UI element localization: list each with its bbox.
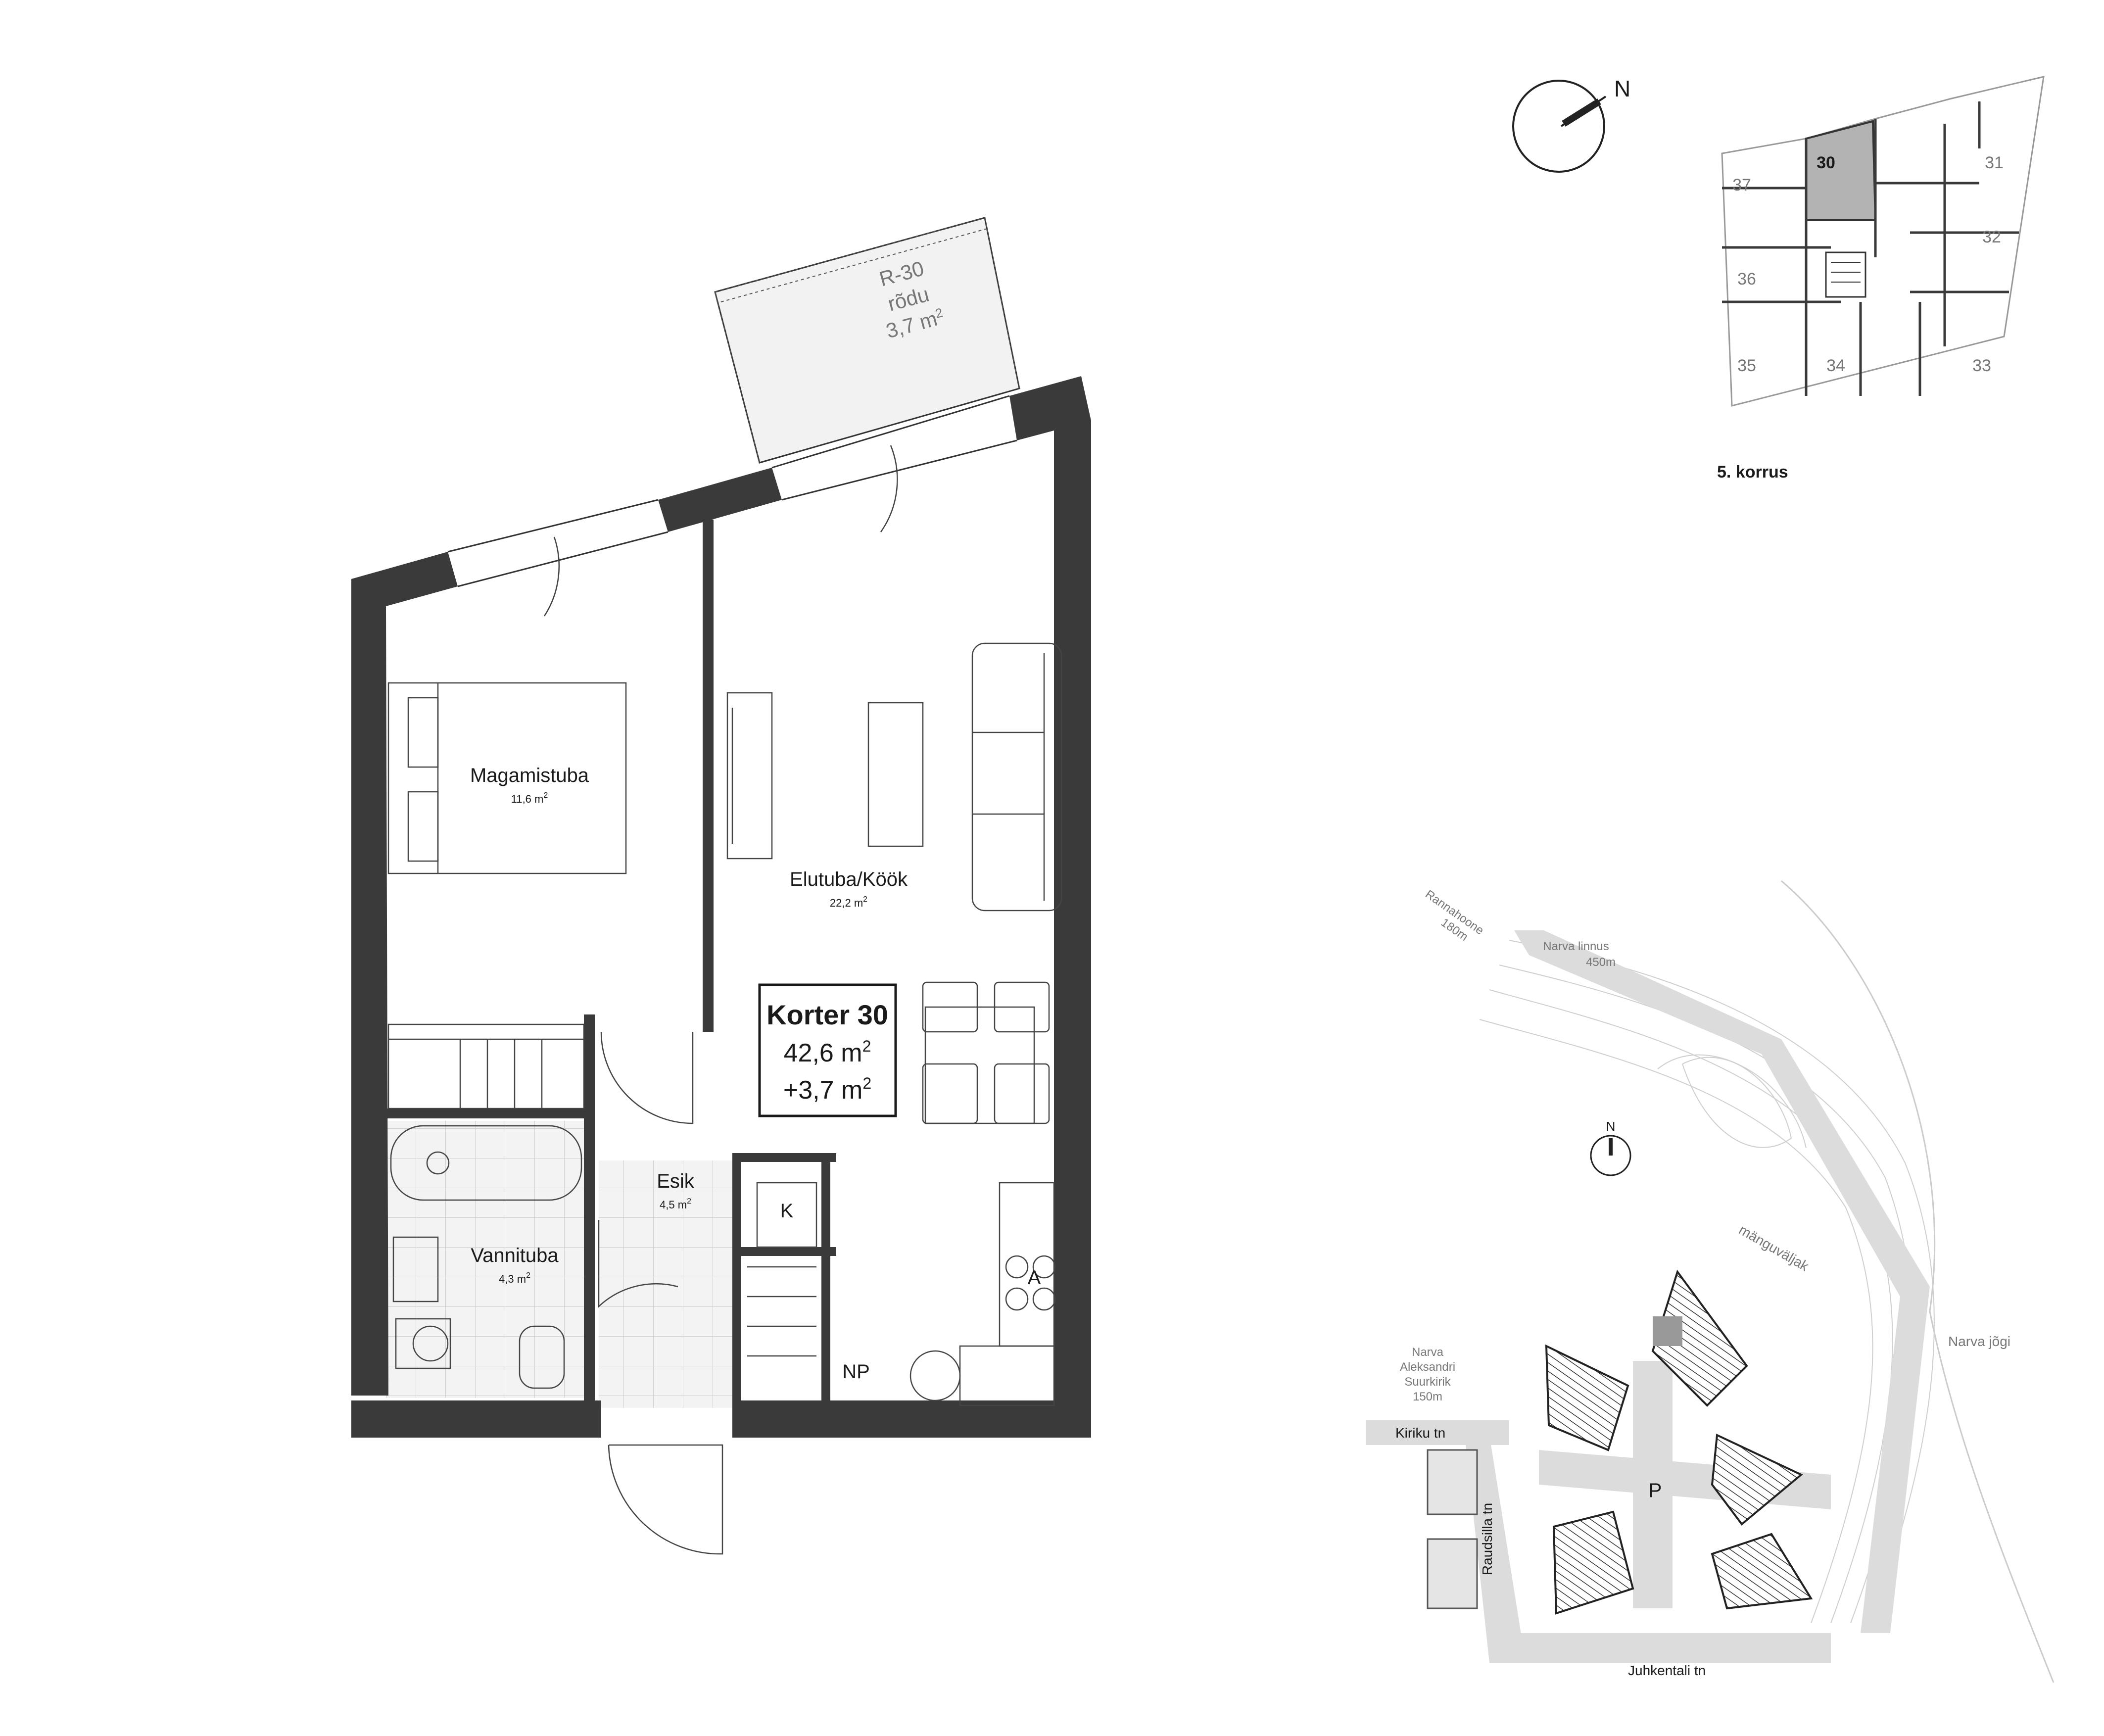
apartment-balcony-area: +3,7 m2 [783,1074,871,1105]
bathroom-floor [386,1121,589,1398]
living-area: 22,2 m2 [830,895,867,909]
unit-31: 31 [1985,153,2004,172]
apartment-title: Korter 30 [766,999,888,1030]
hall-name: Esik [657,1170,695,1192]
bath-name: Vannituba [471,1245,559,1266]
label-river: Narva jõgi [1948,1334,2010,1349]
compass-circle [1512,80,1605,173]
bedroom-area: 11,6 m2 [511,791,548,805]
unit-32: 32 [1982,228,2001,246]
label-kiriku: Kiriku tn [1395,1425,1445,1441]
wardrobe [387,1023,585,1109]
living-furniture [726,642,1062,1406]
bathtub [390,1125,582,1201]
project-buildings [1545,1269,1813,1615]
interior-walls [386,520,836,1405]
unit-36: 36 [1737,270,1756,289]
sink [392,1236,439,1302]
floor-key-plan: 37 30 31 32 36 35 34 33 5. korrus [1717,76,2045,482]
hall-area: 4,5 m2 [660,1197,691,1211]
bath-fixtures [390,1125,582,1389]
compass-north: N [1614,76,1630,101]
terrain-contours [1479,940,1935,1624]
apartment-info-box: Korter 30 42,6 m2 +3,7 m2 [758,983,897,1117]
tv-unit [726,692,773,860]
window-glazing [447,395,1017,587]
label-juhkentali: Juhkentali tn [1628,1663,1706,1678]
toilet [519,1325,565,1389]
label-linnus: Narva linnus [1543,940,1609,953]
closet-k-label: K [780,1200,794,1222]
floor-label: 5. korrus [1717,463,1788,482]
apartment-area: 42,6 m2 [784,1037,871,1067]
apartment-plan: Magamistuba 11,6 m2 Elutuba/Köök 22,2 m2… [351,217,1091,1555]
appliance-a-label: A [1028,1267,1041,1289]
label-church-3: Suurkirik [1404,1375,1451,1389]
building-kiriku [1427,1449,1478,1515]
bath-area: 4,3 m2 [499,1271,530,1285]
unit-35: 35 [1737,356,1756,375]
washing-machine [395,1318,451,1369]
shoe-rack [747,1266,816,1357]
doors [543,445,898,1555]
site-compass: N [1590,1119,1631,1176]
building-raudsilla [1427,1538,1478,1609]
living-name: Elutuba/Köök [790,868,908,890]
unit-33: 33 [1972,356,1991,375]
unit-30: 30 [1817,153,1835,172]
riverbank [1781,880,2055,1683]
sofa [971,642,1062,912]
label-church-1: Narva [1412,1346,1444,1359]
bedroom-name: Magamistuba [470,765,589,786]
unit-37: 37 [1732,176,1751,194]
coffee-table [867,702,924,847]
kitchen-counter [909,1182,1056,1406]
label-parking: P [1649,1480,1662,1501]
balcony [714,217,1020,464]
bed [387,682,627,874]
label-church-dist: 150m [1413,1390,1442,1403]
stairs [1825,251,1866,298]
site-compass-north: N [1606,1119,1616,1134]
compass-needle-icon [1562,98,1601,127]
compass: N [1512,76,1630,173]
dining-set [922,981,1050,1124]
closet-np-label: NP [842,1361,870,1383]
unit-34: 34 [1826,356,1845,375]
label-church-2: Aleksandri [1400,1360,1455,1374]
closet-k [756,1182,817,1248]
label-playground: mänguväljak [1736,1222,1812,1274]
exterior-walls [351,376,1091,1438]
site-plan: Rannahoone 180m Narva linnus 450m mänguv… [1366,880,2055,1683]
label-linnus-dist: 450m [1586,956,1616,969]
label-raudsilla: Raudsilla tn [1480,1503,1495,1575]
